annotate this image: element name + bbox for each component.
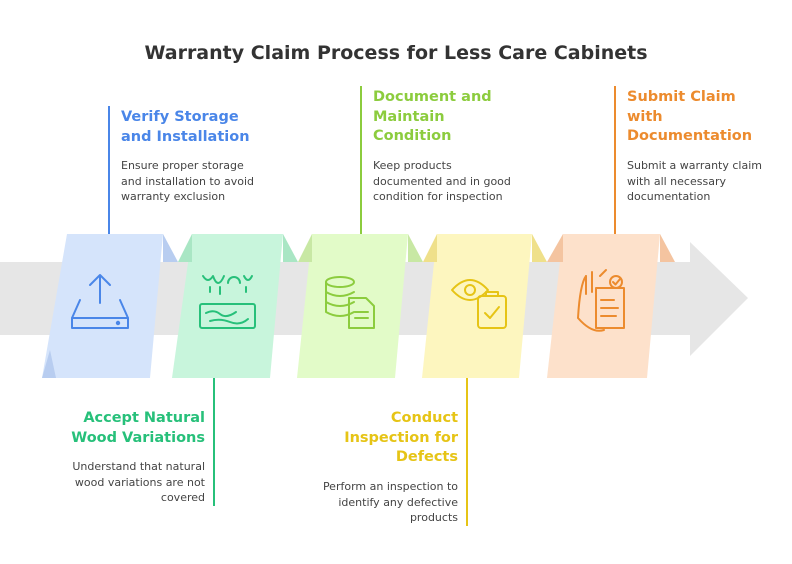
step-2-fold (178, 234, 192, 262)
step-1-connector (108, 106, 110, 234)
step-2-panel (172, 234, 283, 378)
step-2-block (172, 234, 298, 378)
step-1-description: Ensure proper storage and installation t… (121, 159, 254, 203)
step-3-description: Keep products documented and in good con… (373, 159, 511, 203)
upload-tray-icon (71, 274, 129, 329)
step-5-fold (547, 234, 563, 262)
step-4-fold (423, 234, 437, 262)
step-4-fold-right (532, 234, 547, 262)
step-3-connector (360, 86, 362, 234)
step-2-title: Accept Natural Wood Variations (71, 410, 205, 446)
step-5-title: Submit Claim with Documentation (627, 89, 753, 144)
step-4-title: Conduct Inspection for Defects (344, 410, 458, 465)
step-3-panel (297, 234, 408, 378)
step-2-connector (213, 378, 215, 506)
step-3-title: Document and Maintain Condition (373, 89, 492, 144)
step-3-block (297, 234, 423, 378)
step-1-title: Verify Storage and Installation (121, 109, 250, 145)
eye-clipboard-icon (451, 279, 507, 329)
step-5-connector (614, 86, 616, 234)
step-4-description: Perform an inspection to identify any de… (322, 480, 458, 524)
step-3-fold-right (408, 234, 423, 262)
wood-grain-icon (199, 275, 256, 329)
step-2-fold-right (283, 234, 298, 262)
step-5-description: Submit a warranty claim with all necessa… (627, 159, 762, 203)
step-1-block (42, 234, 178, 378)
step-4-connector (466, 378, 468, 526)
diagram-title: Warranty Claim Process for Less Care Cab… (144, 42, 648, 64)
step-2-description: Understand that natural wood variations … (72, 460, 205, 504)
step-5-fold-right (660, 234, 675, 262)
step-5-block (547, 234, 675, 378)
step-5-panel (547, 234, 660, 378)
step-1-fold-bottom (42, 350, 56, 378)
step-1-panel (42, 234, 163, 378)
step-4-block (422, 234, 547, 378)
hand-checklist-icon (577, 269, 625, 332)
database-document-icon (325, 276, 375, 329)
step-3-fold (298, 234, 312, 262)
step-1-fold (163, 234, 178, 262)
